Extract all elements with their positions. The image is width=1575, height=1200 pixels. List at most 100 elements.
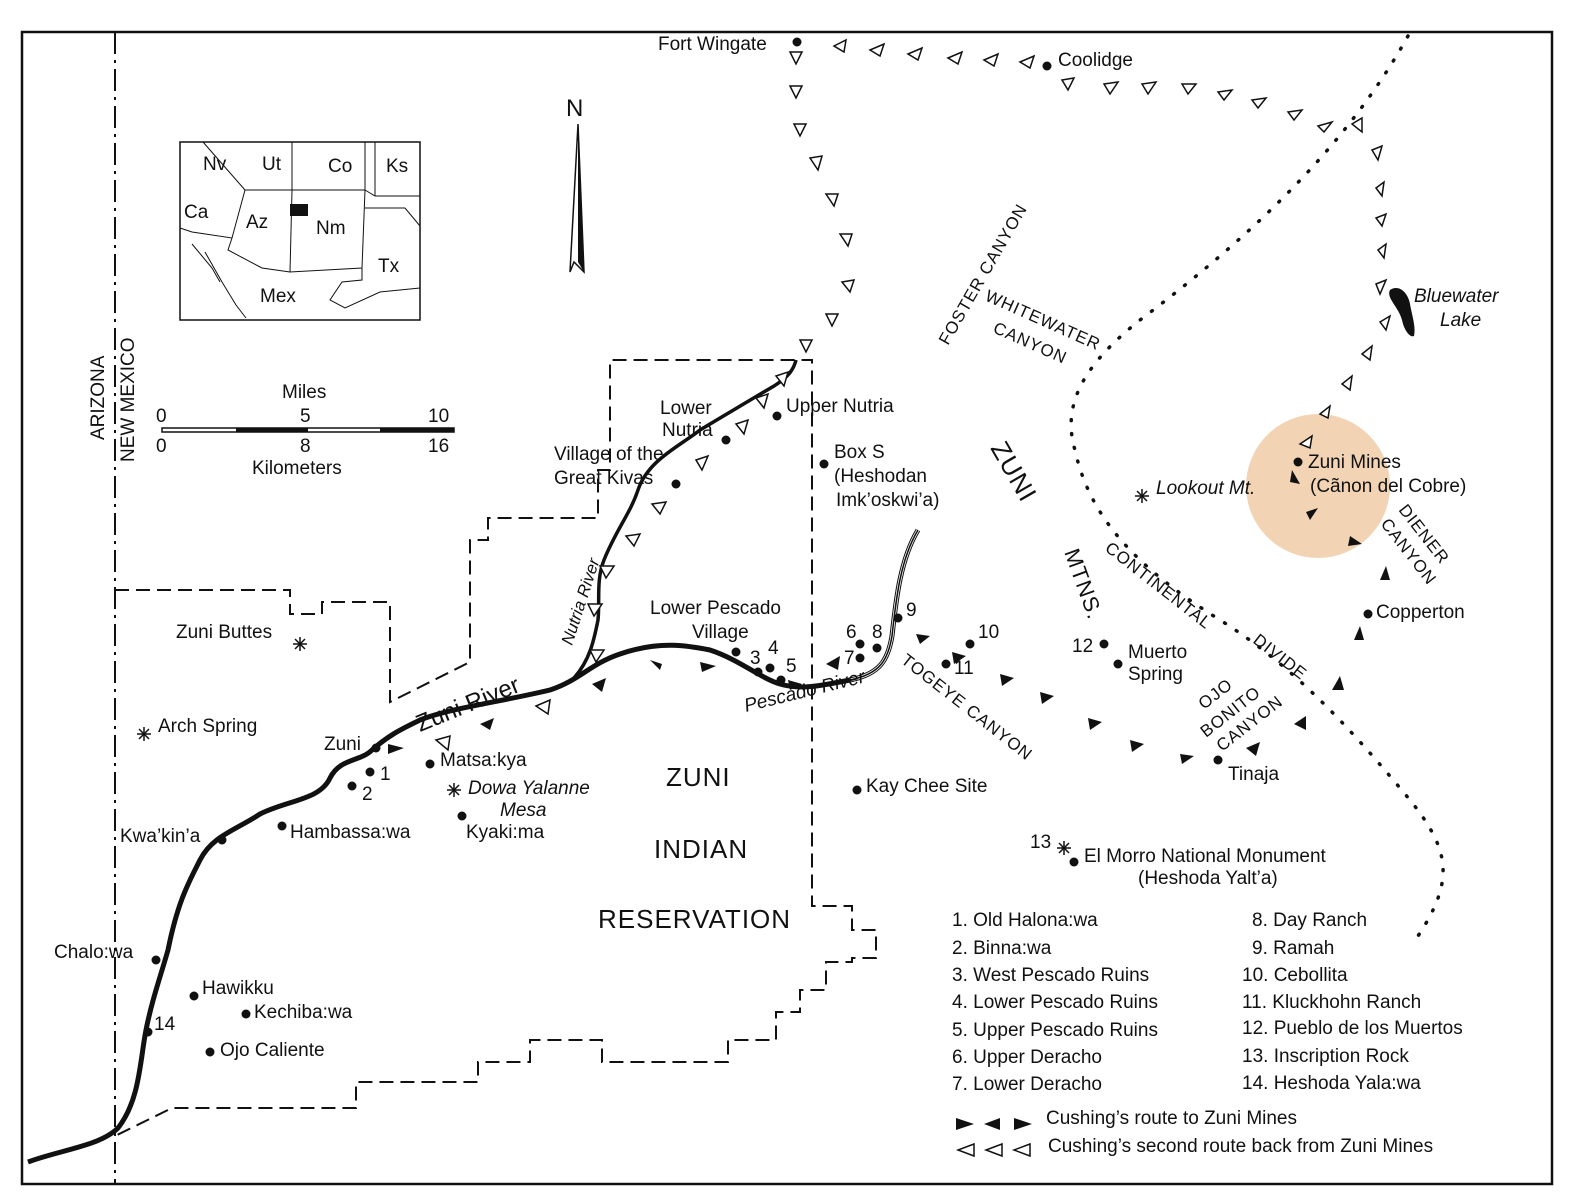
inset-state-ks: Ks: [386, 156, 408, 177]
scale-mile-10: 10: [428, 406, 449, 427]
inset-state-mex: Mex: [260, 286, 296, 307]
inset-state-ut: Ut: [262, 154, 282, 175]
reservation-label-1: ZUNI: [666, 762, 731, 792]
scale-km-8: 8: [300, 436, 311, 457]
legend-site-5: 5. Upper Pescado Ruins: [952, 1020, 1158, 1041]
label-zuni-mines-2: (Cãnon del Cobre): [1310, 476, 1466, 497]
label-matsakya: Matsa:kya: [440, 750, 527, 771]
inset-state-tx: Tx: [378, 256, 400, 277]
num-7: 7: [844, 648, 855, 669]
label-great-kivas-2: Great Kivas: [554, 468, 653, 489]
scale-km-0: 0: [156, 436, 167, 457]
num-10: 10: [978, 622, 999, 643]
num-11: 11: [954, 658, 974, 679]
label-coolidge: Coolidge: [1058, 50, 1133, 71]
zuni-mines-highlight: [1246, 414, 1390, 558]
scale-km-16: 16: [428, 436, 449, 457]
route-to-mines: [388, 470, 1390, 764]
continental-divide-label-2: DIVIDE: [1250, 630, 1311, 684]
legend-site-11: 11. Kluckhohn Ranch: [1242, 992, 1421, 1013]
legend-site-2: 2. Binna:wa: [952, 938, 1052, 959]
label-kwakina: Kwa’kin’a: [120, 826, 201, 847]
star-markers: [137, 489, 1149, 855]
label-lower-pescado-1: Lower Pescado: [650, 598, 781, 619]
num-4: 4: [768, 638, 779, 659]
label-fort-wingate: Fort Wingate: [658, 34, 767, 55]
legend-site-13: 13. Inscription Rock: [1242, 1046, 1409, 1067]
label-chalowa: Chalo:wa: [54, 942, 134, 963]
label-muerto-1: Muerto: [1128, 642, 1187, 663]
map-frame: [20, 30, 1554, 1186]
inset-state-co: Co: [328, 156, 352, 177]
scale-bar: Miles 0 5 10 0 8 16 Kilometers: [156, 382, 455, 479]
label-zuni-buttes: Zuni Buttes: [176, 622, 272, 643]
continental-divide-label-1: CONTINENTAL: [1102, 538, 1216, 633]
inset-state-az: Az: [246, 212, 268, 233]
legend-route-back-symbol: [955, 1142, 1031, 1158]
label-zuni-mines-1: Zuni Mines: [1308, 452, 1401, 473]
label-great-kivas-1: Village of the: [554, 444, 664, 465]
legend-route-to-mines-symbol: [956, 1118, 1032, 1130]
label-upper-nutria: Upper Nutria: [786, 396, 894, 417]
legend-site-6: 6. Upper Deracho: [952, 1047, 1102, 1068]
legend-site-8: 8. Day Ranch: [1252, 910, 1367, 931]
legend-site-1: 1. Old Halona:wa: [952, 910, 1098, 931]
label-dowa-1: Dowa Yalanne: [468, 778, 590, 799]
label-box-s-3: Imk’oskwi’a): [836, 490, 939, 511]
inset-state-nm: Nm: [316, 218, 346, 239]
label-tinaja: Tinaja: [1228, 764, 1279, 785]
scale-km-label: Kilometers: [252, 458, 342, 479]
label-hawikku: Hawikku: [202, 978, 274, 999]
legend-site-3: 3. West Pescado Ruins: [952, 965, 1149, 986]
north-arrow: N: [566, 95, 585, 274]
label-lower-nutria-2: Nutria: [662, 420, 713, 441]
north-label: N: [566, 95, 583, 122]
scale-miles-label: Miles: [282, 382, 326, 403]
label-dowa-2: Mesa: [500, 800, 546, 821]
state-label-arizona: ARIZONA: [88, 355, 109, 440]
legend-site-10: 10. Cebollita: [1242, 965, 1348, 986]
label-muerto-2: Spring: [1128, 664, 1183, 685]
inset-map: Nv Ut Co Ks Ca Az Nm Tx Mex: [179, 141, 421, 321]
num-12: 12: [1072, 636, 1093, 657]
num-9: 9: [906, 600, 917, 621]
num-5: 5: [786, 656, 797, 677]
state-label-new-mexico: NEW MEXICO: [118, 337, 139, 462]
label-el-morro-2: (Heshoda Yalt’a): [1138, 868, 1278, 889]
inset-state-nv: Nv: [203, 154, 227, 175]
legend-site-9: 9. Ramah: [1252, 938, 1334, 959]
zuni-river: [27, 528, 921, 1165]
label-lookout-mt: Lookout Mt.: [1156, 478, 1255, 499]
label-box-s-2: (Heshodan: [834, 466, 927, 487]
num-14: 14: [154, 1014, 176, 1035]
legend-site-7: 7. Lower Deracho: [952, 1074, 1102, 1095]
zuni-mtns-label-1: ZUNI: [985, 436, 1043, 507]
label-bluewater-2: Lake: [1440, 310, 1481, 331]
legend-sites: 1. Old Halona:wa 2. Binna:wa 3. West Pes…: [952, 910, 1463, 1095]
num-8: 8: [872, 622, 883, 643]
inset-state-ca: Ca: [184, 202, 209, 223]
scale-mile-0: 0: [156, 406, 167, 427]
num-2: 2: [362, 784, 373, 805]
label-lower-pescado-2: Village: [692, 622, 749, 643]
legend-site-12: 12. Pueblo de los Muertos: [1242, 1018, 1463, 1039]
nutria-river: [572, 359, 798, 680]
legend-route-to-mines: Cushing’s route to Zuni Mines: [1046, 1108, 1297, 1129]
inset-location-box: [290, 204, 308, 216]
bluewater-lake: [1389, 287, 1415, 337]
label-bluewater-1: Bluewater: [1414, 286, 1499, 307]
num-1: 1: [380, 764, 391, 785]
label-kay-chee: Kay Chee Site: [866, 776, 987, 797]
label-lower-nutria-1: Lower: [660, 398, 712, 419]
route-back-from-mines: [434, 38, 1392, 752]
reservation-label-2: INDIAN: [654, 834, 748, 864]
site-dots: [143, 37, 1373, 1057]
legend-route-back: Cushing’s second route back from Zuni Mi…: [1048, 1136, 1433, 1157]
label-kechibawa: Kechiba:wa: [254, 1002, 353, 1023]
num-6: 6: [846, 622, 857, 643]
reservation-boundary: [114, 359, 877, 1137]
label-copperton: Copperton: [1376, 602, 1465, 623]
label-el-morro-1: El Morro National Monument: [1084, 846, 1327, 867]
num-3: 3: [750, 648, 761, 669]
